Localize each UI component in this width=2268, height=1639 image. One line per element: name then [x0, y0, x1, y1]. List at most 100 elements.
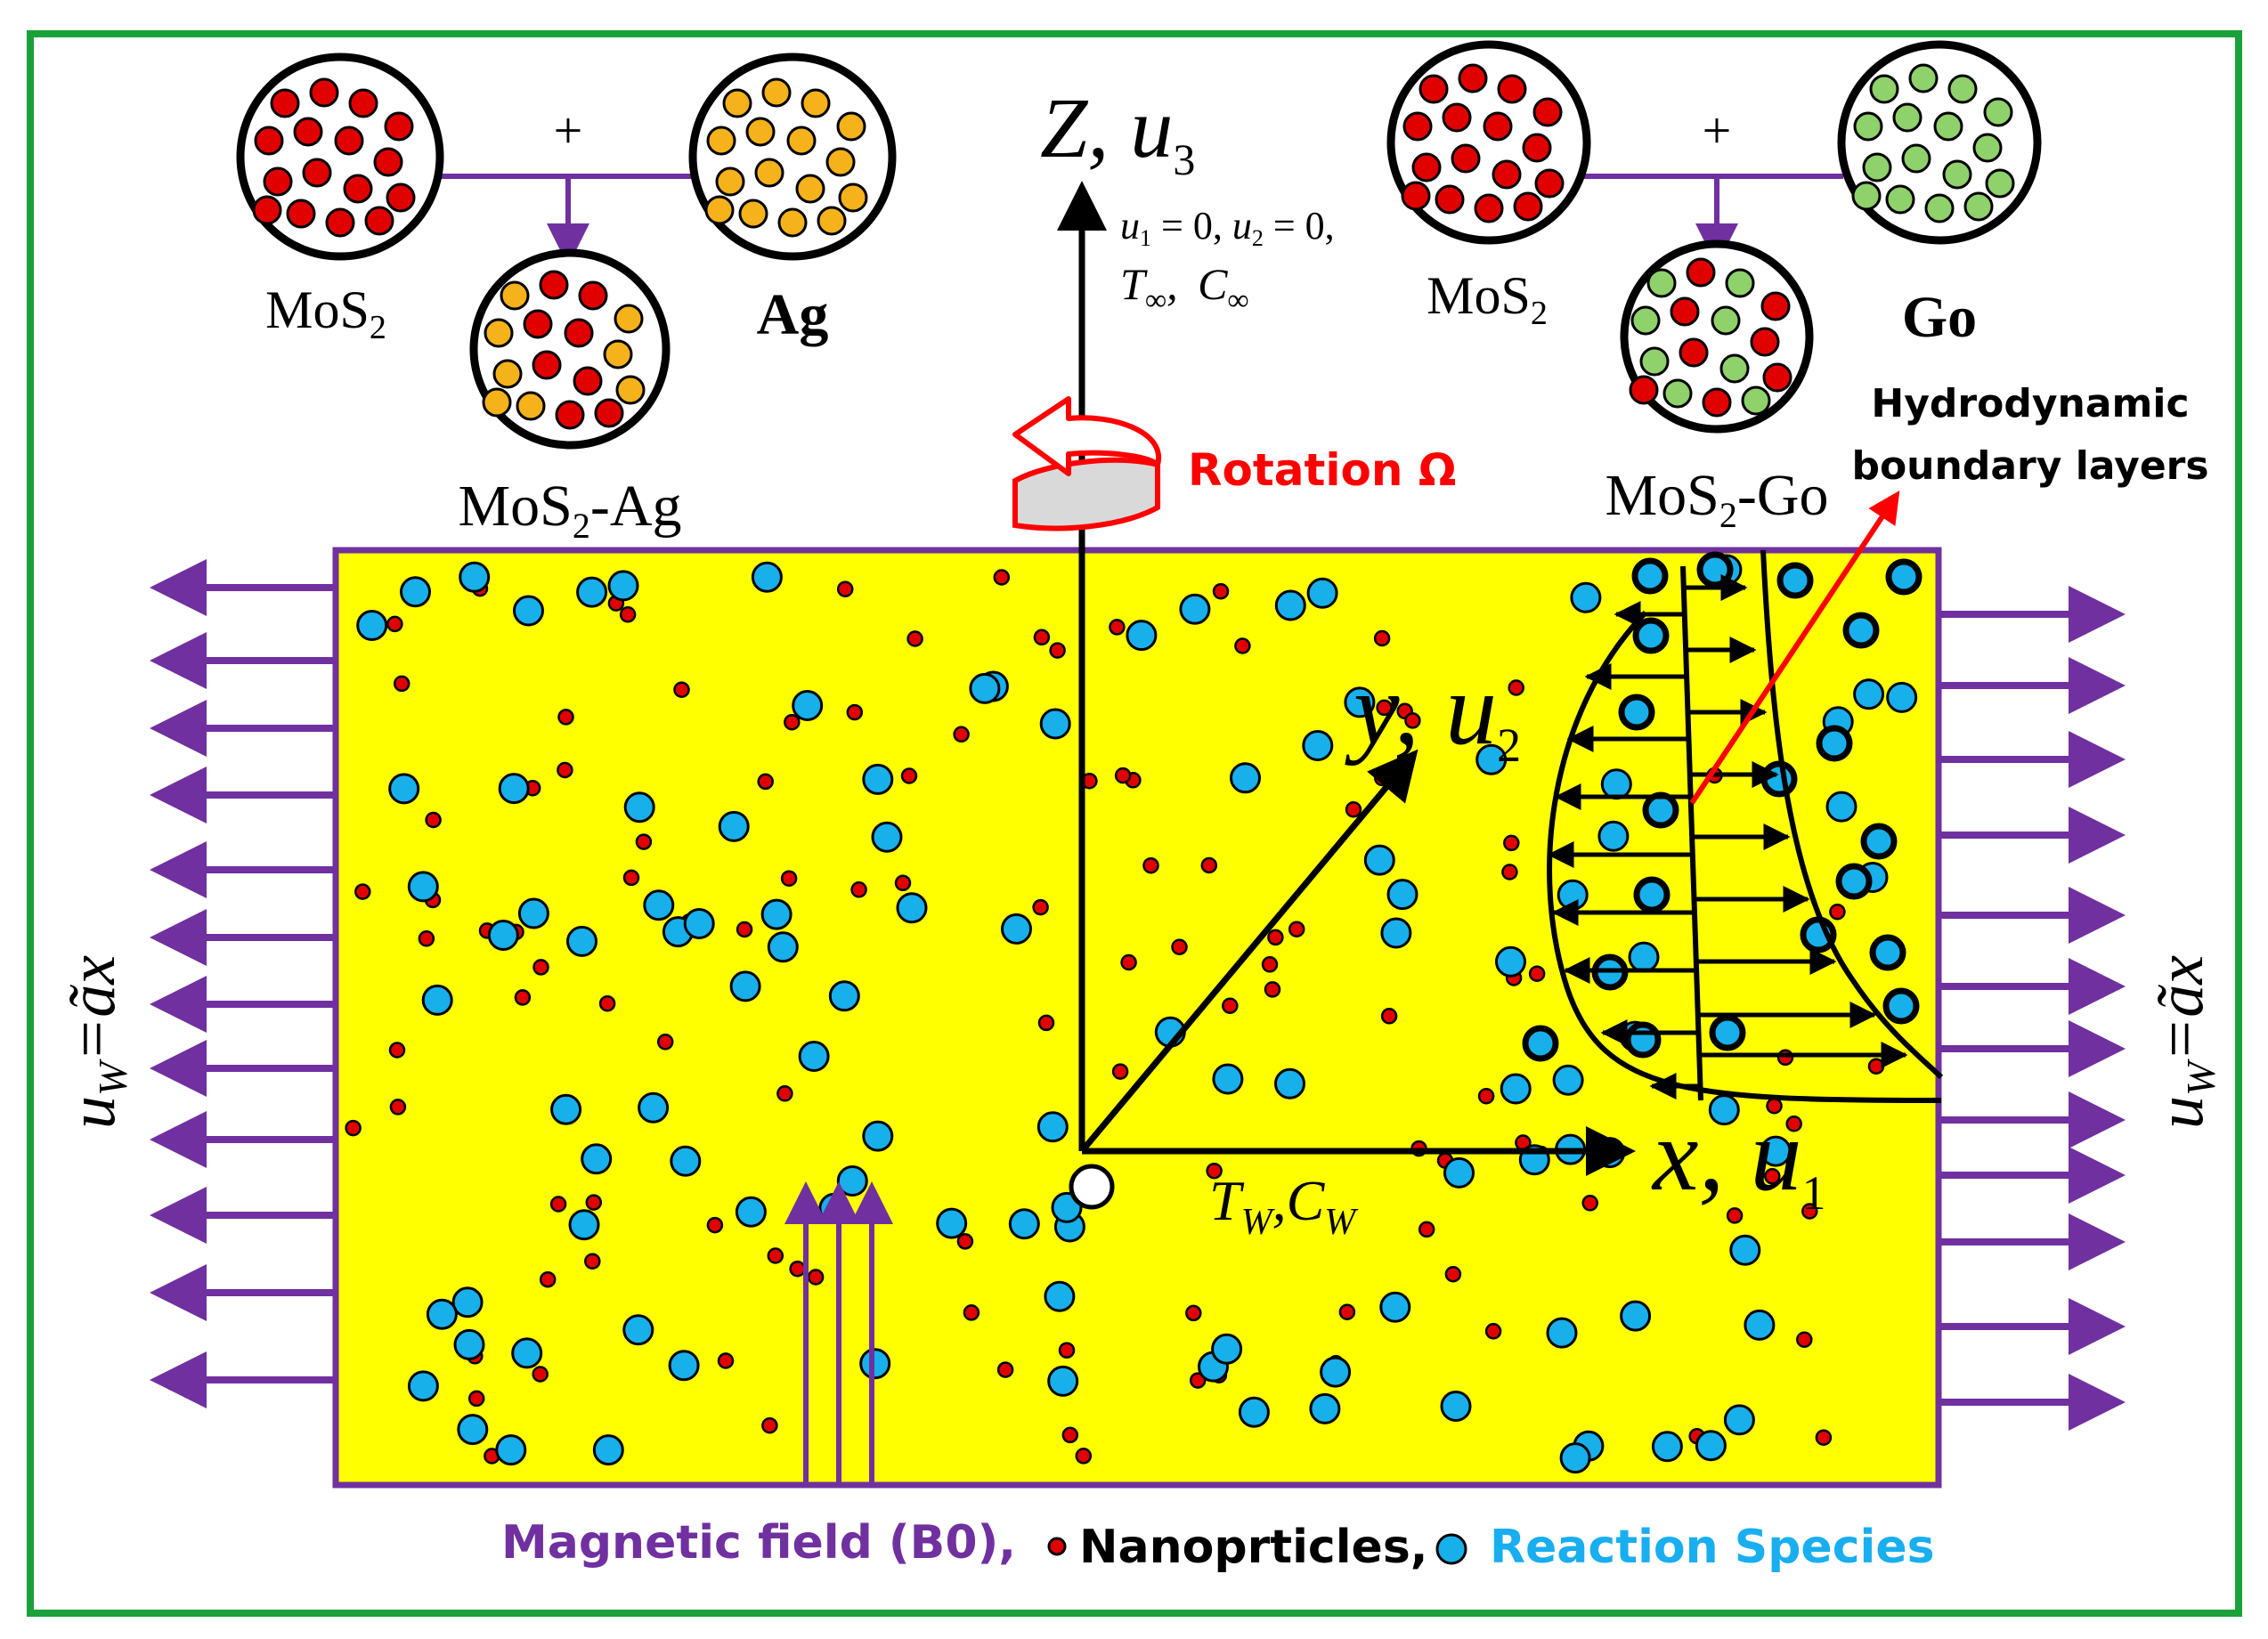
reaction-species: [1860, 823, 1898, 860]
wall-comma: ,: [1272, 1169, 1287, 1232]
reaction-species: [1036, 1111, 1069, 1143]
cluster-particle: [1851, 181, 1882, 211]
nanoparticle: [1376, 699, 1393, 717]
reaction-species: [421, 984, 453, 1016]
nanoparticle: [467, 1390, 485, 1408]
cluster-particle: [1419, 74, 1449, 104]
reaction-species: [969, 672, 1001, 704]
reaction-species: [670, 1145, 702, 1177]
cluster-particle: [1532, 97, 1563, 127]
wall-T-sub: W: [1241, 1202, 1276, 1243]
reaction-species: [1309, 1392, 1341, 1424]
nanoparticle: [1776, 1049, 1794, 1067]
nanoparticle: [1501, 864, 1518, 880]
nanoparticle: [1528, 965, 1546, 982]
x-axis-sub: 1: [1802, 1166, 1826, 1220]
cluster-particle: [704, 195, 735, 225]
nanoparticle: [622, 869, 640, 887]
hydro-pointer-arrow: [1689, 491, 1900, 805]
cluster-particle: [1892, 102, 1923, 133]
reaction-species: [1211, 1333, 1243, 1365]
nanoparticle: [1581, 1195, 1598, 1212]
cluster-particle: [1483, 111, 1513, 142]
reaction-species: [1386, 879, 1419, 911]
stretching-arrows: [150, 559, 2126, 1431]
wall-C-sub: W: [1324, 1202, 1359, 1243]
nanoparticle: [956, 1233, 974, 1250]
mos2-go-particle-cluster: [1620, 239, 1814, 434]
reaction-species: [1729, 1234, 1761, 1266]
reaction-species: [1633, 876, 1671, 913]
nanoparticle: [1418, 1221, 1435, 1238]
reaction-species: [513, 595, 544, 627]
reaction-species: [1744, 1309, 1776, 1341]
cluster-particle: [1908, 63, 1939, 93]
z-axis-sub: 3: [1173, 134, 1195, 184]
stretch-u-left: u: [56, 1096, 129, 1129]
reaction-species: [517, 897, 549, 929]
cluster-particle: [706, 126, 736, 156]
mos2-go-label: MoS2-Go: [1605, 463, 1828, 535]
nanoparticle: [717, 1352, 735, 1369]
reaction-species: [760, 898, 793, 930]
reaction-species: [457, 1414, 489, 1446]
nanoparticle: [1222, 997, 1239, 1014]
magnetic-field-arrows: [784, 1181, 893, 1483]
reaction-species: [1500, 1073, 1532, 1105]
reaction-species: [581, 1143, 613, 1175]
nanoparticle: [1114, 767, 1132, 784]
x-axis-text: x, u: [1651, 1099, 1802, 1213]
cluster-particle: [1474, 193, 1504, 223]
mos2-ag-post: -Ag: [590, 474, 682, 539]
far-T: T: [1120, 259, 1148, 309]
far-u1-sub: 1: [1140, 225, 1151, 251]
cluster-particle: [500, 280, 530, 311]
y-axis-label: y, u2: [1345, 653, 1521, 772]
reaction-species: [1618, 694, 1655, 731]
legend-nano: Nanoprticles,: [1079, 1521, 1428, 1574]
cluster-particle: [745, 117, 776, 147]
reaction-species: [1238, 1396, 1270, 1428]
nanoparticle: [1801, 1203, 1818, 1220]
nanoparticle: [598, 994, 616, 1012]
nanoparticle: [836, 580, 854, 597]
nanoparticle: [1234, 637, 1251, 654]
cluster-particle: [594, 398, 624, 428]
legend-nano-dot: [1047, 1537, 1067, 1556]
nanoparticle: [807, 1269, 825, 1286]
reaction-species: [407, 1370, 439, 1402]
cluster-particle: [492, 359, 523, 389]
cluster-particle: [484, 318, 514, 348]
reaction-species: [1886, 681, 1918, 713]
nanoparticle: [894, 874, 912, 892]
reaction-species: [1001, 913, 1032, 945]
cluster-particle: [1869, 74, 1899, 104]
y-axis-sub: 2: [1497, 718, 1521, 772]
cluster-particle: [1401, 181, 1431, 211]
nanoparticle: [673, 681, 690, 698]
nanoparticle: [1058, 1342, 1076, 1359]
z-axis-text: Z, u: [1040, 80, 1173, 175]
cluster-particle: [1901, 143, 1931, 174]
cluster-particle: [1933, 111, 1963, 142]
cluster-particle: [1629, 375, 1659, 405]
nanoparticle: [345, 1119, 362, 1137]
nanoparticle: [996, 1361, 1014, 1378]
nanoparticle: [539, 1270, 557, 1288]
mos2-ag-particle-cluster: [469, 248, 671, 450]
reaction-species: [1495, 945, 1526, 978]
reaction-species: [607, 570, 639, 602]
nanoparticle: [584, 1253, 601, 1270]
far-T-sub: ∞: [1145, 284, 1167, 317]
cluster-particle: [715, 166, 745, 197]
reaction-species: [550, 1093, 582, 1125]
cluster-particle: [1458, 63, 1488, 93]
cluster-particle: [1411, 152, 1442, 183]
reaction-species: [1212, 1063, 1244, 1095]
particle-field: [345, 551, 1923, 1474]
reaction-species: [1695, 1430, 1727, 1462]
cluster-particle: [1646, 268, 1677, 298]
stretch-u-right: u: [2144, 1096, 2217, 1129]
reaction-species: [718, 810, 750, 842]
reaction-species: [668, 1350, 700, 1382]
